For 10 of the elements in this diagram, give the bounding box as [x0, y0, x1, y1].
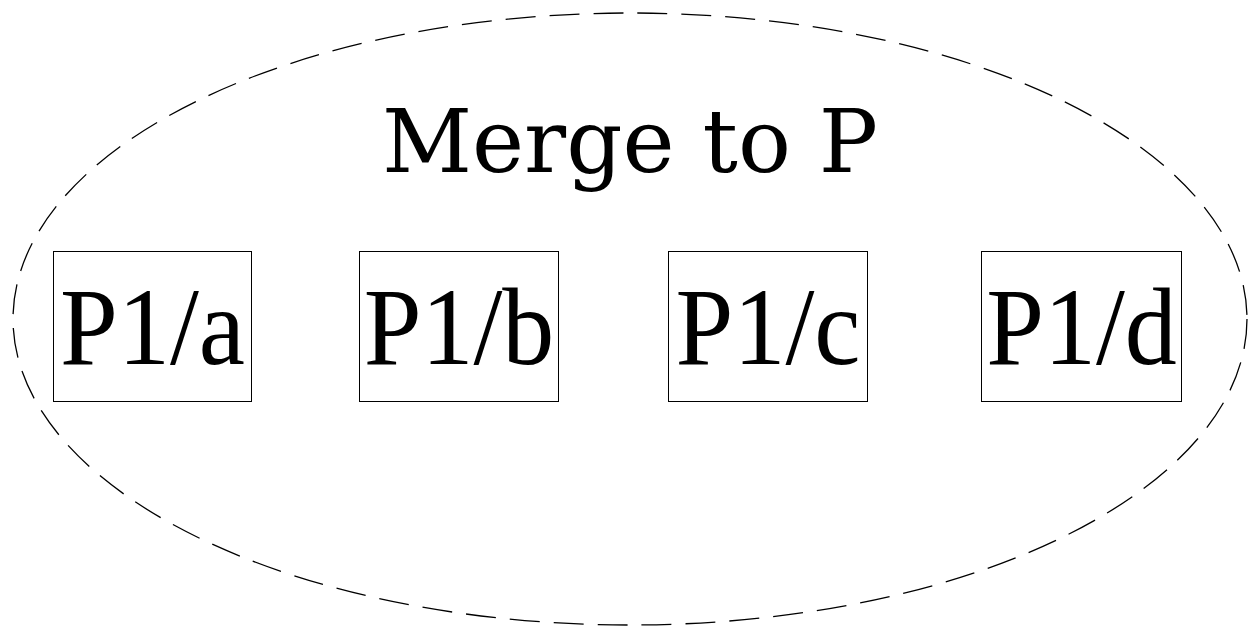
box-label: P1/b — [363, 271, 555, 382]
process-box — [359, 251, 559, 402]
dashed-ellipse — [12, 12, 1248, 626]
box-label: P1/a — [60, 271, 245, 382]
box-label: P1/c — [675, 271, 861, 382]
box-label: P1/d — [986, 271, 1177, 382]
process-box — [668, 251, 868, 402]
process-box — [981, 251, 1182, 402]
process-box — [53, 251, 252, 402]
group-title: Merge to P — [380, 94, 880, 191]
